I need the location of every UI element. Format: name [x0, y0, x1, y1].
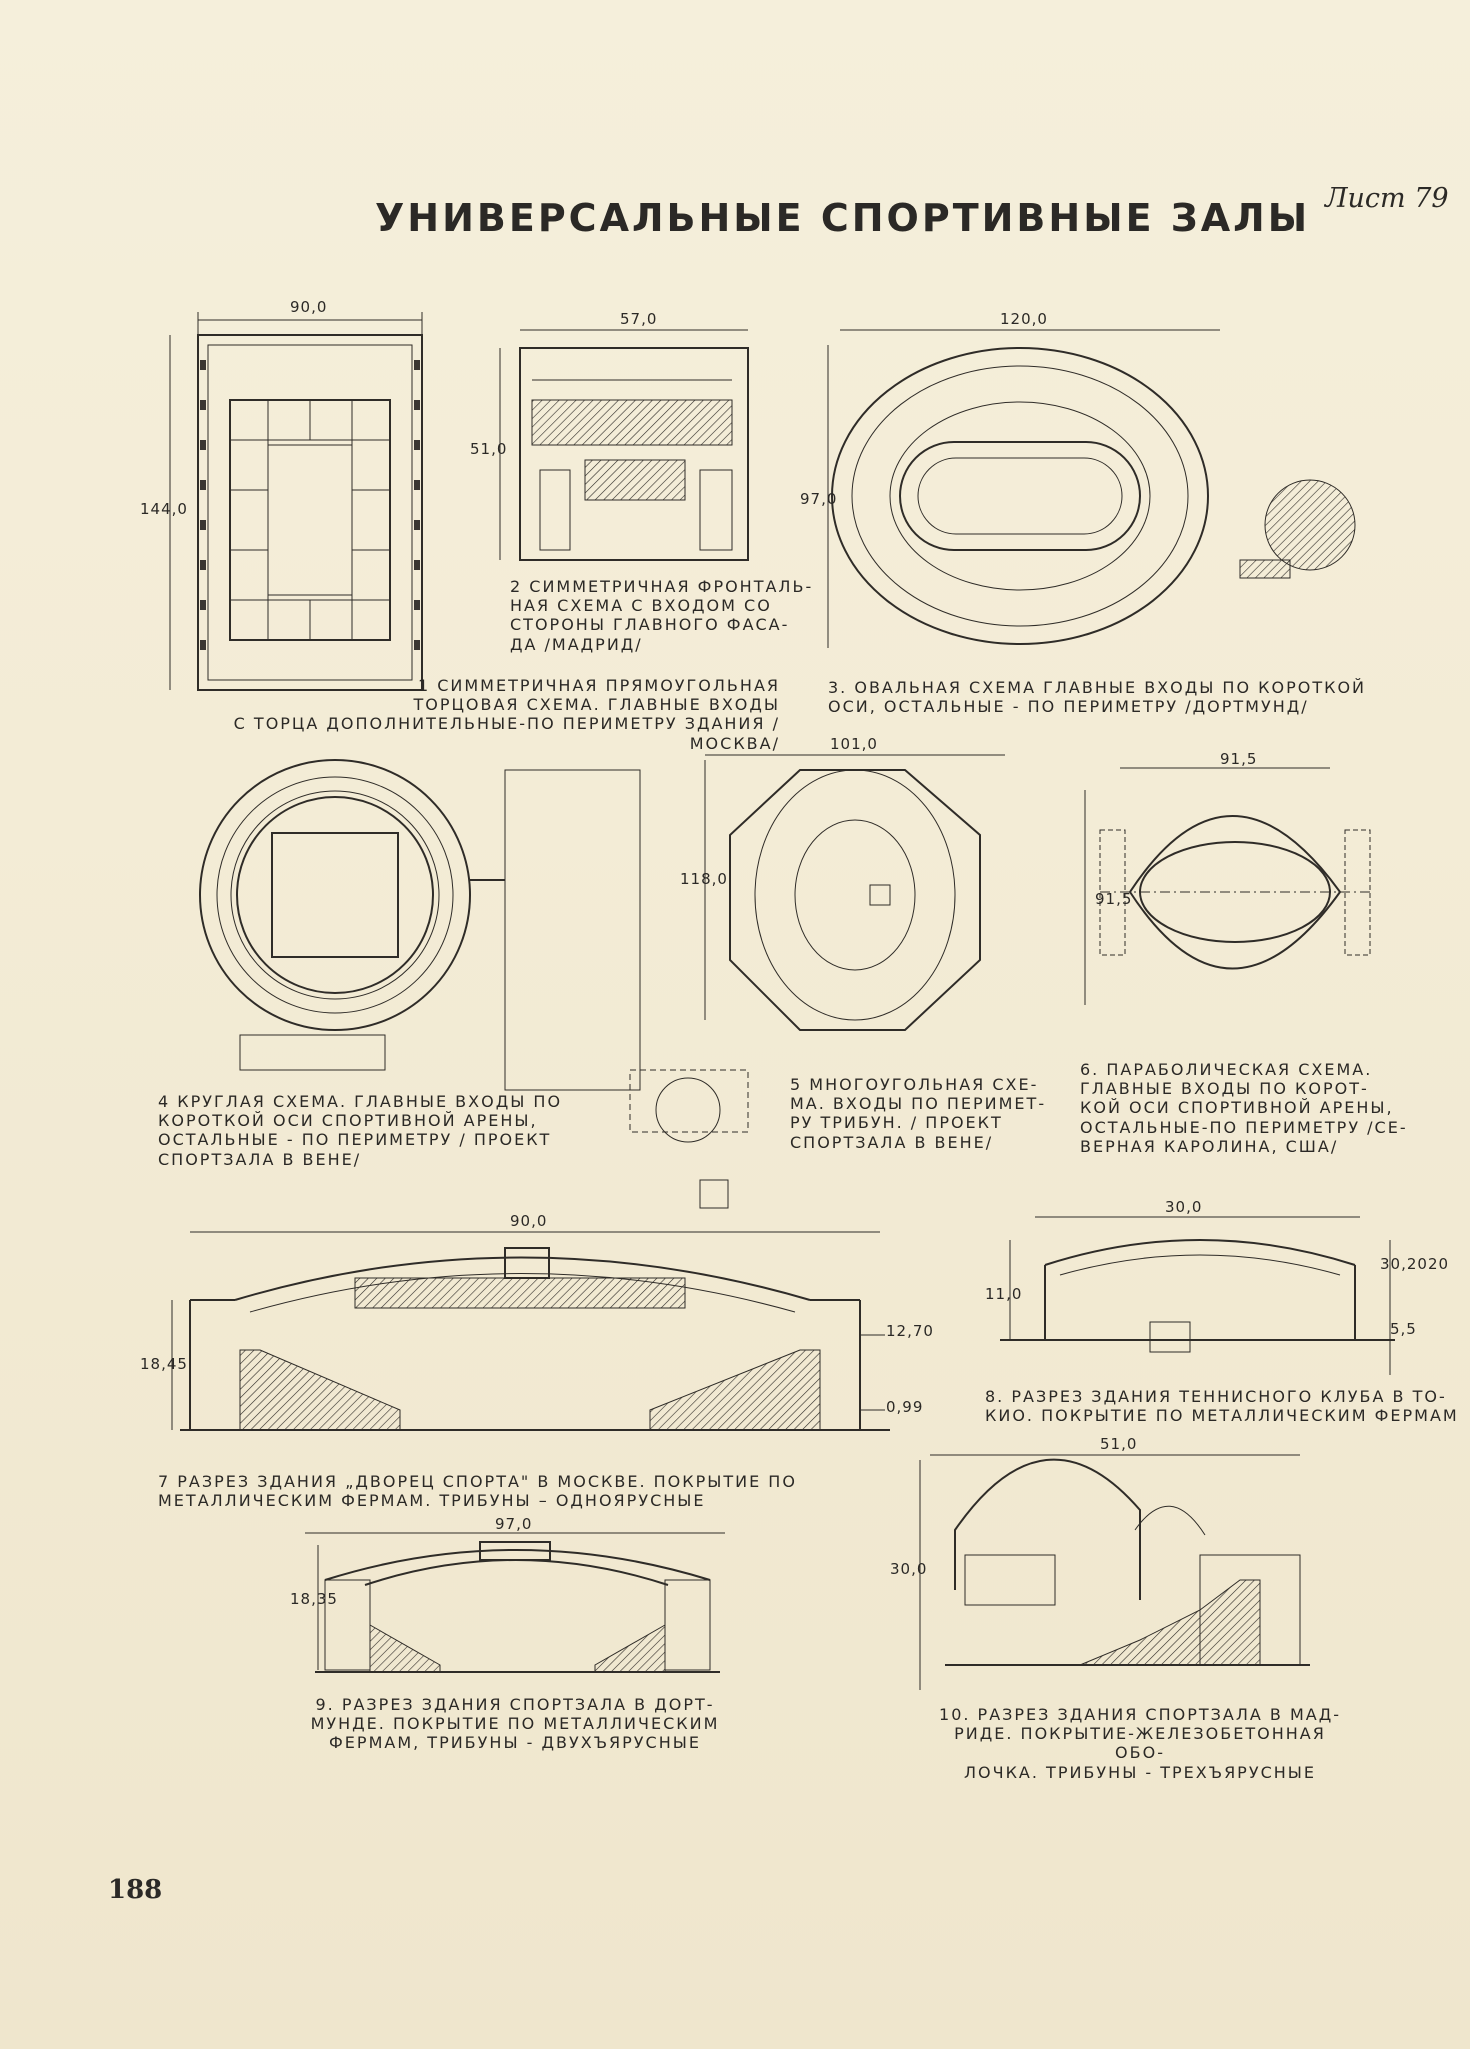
figure-6-width-dim: 91,5: [1220, 750, 1258, 768]
figure-3-plan-drawing: [827, 329, 1356, 648]
figure-7-section-drawing: [171, 1231, 890, 1431]
figure-6-plan-drawing: [1084, 767, 1371, 1005]
figure-5-caption: 5 МНОГОУГОЛЬНАЯ СХЕ- МА. ВХОДЫ ПО ПЕРИМЕ…: [790, 1075, 1047, 1152]
figure-8-caption: 8. РАЗРЕЗ ЗДАНИЯ ТЕННИСНОГО КЛУБА В ТО- …: [985, 1387, 1459, 1426]
figure-2-depth-dim: 51,0: [470, 440, 508, 458]
figure-7-level-lower: 0,99: [886, 1398, 924, 1416]
figure-1-width-dim: 90,0: [290, 298, 328, 316]
figure-3-caption: 3. ОВАЛЬНАЯ СХЕМА ГЛАВНЫЕ ВХОДЫ ПО КОРОТ…: [828, 678, 1367, 717]
figure-7-height-dim: 18,45: [140, 1355, 188, 1373]
figure-5-plan-drawing: [704, 754, 1005, 1031]
figure-1-length-dim: 144,0: [140, 500, 188, 518]
figure-10-section-drawing: [919, 1454, 1310, 1690]
figure-4-plan-drawing: [199, 759, 749, 1209]
figure-10-width-dim: 51,0: [1100, 1435, 1138, 1453]
figure-7-level-upper: 12,70: [886, 1322, 934, 1340]
figure-6-caption: 6. ПАРАБОЛИЧЕСКАЯ СХЕМА. ГЛАВНЫЕ ВХОДЫ П…: [1080, 1060, 1408, 1156]
figure-9-width-dim: 97,0: [495, 1515, 533, 1533]
figure-3-width-dim: 120,0: [1000, 310, 1048, 328]
figure-9-section-drawing: [305, 1532, 725, 1673]
figure-10-height-dim: 30,0: [890, 1560, 928, 1578]
figure-7-width-dim: 90,0: [510, 1212, 548, 1230]
figure-1-caption: 1 СИММЕТРИЧНАЯ ПРЯМОУГОЛЬНАЯ ТОРЦОВАЯ СХ…: [233, 676, 780, 753]
figure-9-caption: 9. РАЗРЕЗ ЗДАНИЯ СПОРТЗАЛА В ДОРТ- МУНДЕ…: [310, 1695, 720, 1753]
figure-6-depth-dim: 91,5: [1095, 890, 1133, 908]
figure-8-base-dim: 5,5: [1390, 1320, 1417, 1338]
figure-1-plan-drawing: [169, 312, 423, 691]
figure-5-width-dim: 101,0: [830, 735, 878, 753]
figure-5-depth-dim: 118,0: [680, 870, 728, 888]
figure-8-top-dim: 30,2020: [1380, 1255, 1450, 1273]
figure-7-caption: 7 РАЗРЕЗ ЗДАНИЯ „ДВОРЕЦ СПОРТА" В МОСКВЕ…: [158, 1472, 797, 1511]
figure-10-caption: 10. РАЗРЕЗ ЗДАНИЯ СПОРТЗАЛА В МАД- РИДЕ.…: [939, 1705, 1341, 1782]
figure-4-caption: 4 КРУГЛАЯ СХЕМА. ГЛАВНЫЕ ВХОДЫ ПО КОРОТК…: [158, 1092, 563, 1169]
figure-2-caption: 2 СИММЕТРИЧНАЯ ФРОНТАЛЬ- НАЯ СХЕМА С ВХО…: [510, 577, 814, 654]
sheet-label: Лист 79: [1325, 183, 1449, 214]
figure-9-height-dim: 18,35: [290, 1590, 338, 1608]
page-number: 188: [108, 1875, 163, 1905]
figure-2-plan-drawing: [499, 329, 749, 561]
figure-8-height-dim: 11,0: [985, 1285, 1023, 1303]
page-title: УНИВЕРСАЛЬНЫЕ СПОРТИВНЫЕ ЗАЛЫ: [375, 196, 1311, 240]
figure-2-width-dim: 57,0: [620, 310, 658, 328]
figure-8-section-drawing: [1000, 1216, 1395, 1375]
figure-8-width-dim: 30,0: [1165, 1198, 1203, 1216]
figure-3-depth-dim: 97,0: [800, 490, 838, 508]
